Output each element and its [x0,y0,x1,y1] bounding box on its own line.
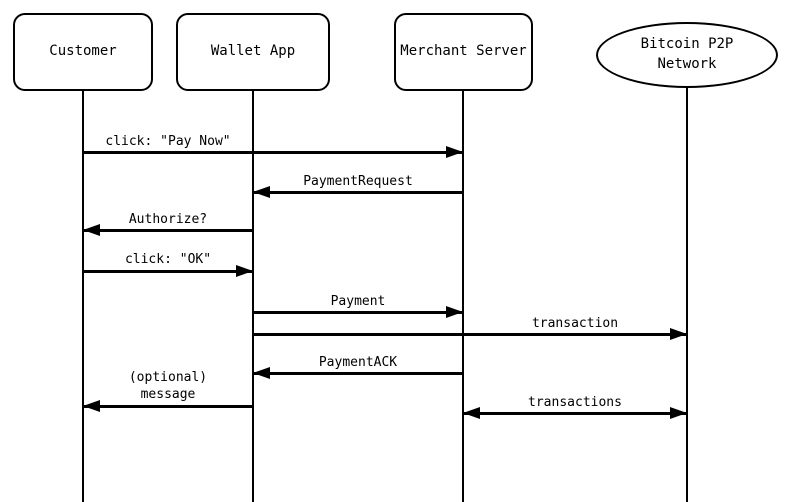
arrowhead-right-icon [446,146,463,158]
message-line-transactions [463,412,687,415]
message-label-payment-ack: PaymentACK [318,355,398,370]
arrowhead-right-icon [670,407,687,419]
message-label-click-ok: click: "OK" [124,252,212,267]
participant-label-merchant-server: Merchant Server [400,43,527,60]
lifeline-bitcoin-p2p-network [686,88,688,502]
arrowhead-left-icon [83,400,100,412]
message-label-transactions: transactions [528,395,622,410]
message-line-payment [253,311,463,314]
message-line-payment-ack [253,372,463,375]
participant-box-wallet-app: Wallet App [176,13,330,91]
message-line-click-pay-now [83,151,463,154]
arrowhead-right-icon [236,265,253,277]
arrowhead-right-icon [446,306,463,318]
participant-label-customer: Customer [49,43,117,60]
arrowhead-left-icon [463,407,480,419]
message-label-optional-message: (optional) message [128,370,208,402]
lifeline-customer [82,91,84,502]
arrowhead-left-icon [253,367,270,379]
participant-box-merchant-server: Merchant Server [394,13,533,91]
participant-box-customer: Customer [13,13,153,91]
lifeline-merchant-server [462,91,464,502]
participant-label-bitcoin-p2p-network: Bitcoin P2P Network [640,36,734,72]
message-line-payment-request [253,191,463,194]
message-line-transaction [253,333,687,336]
message-label-transaction: transaction [531,316,619,331]
participant-label-wallet-app: Wallet App [210,43,296,60]
arrowhead-left-icon [83,224,100,236]
message-label-click-pay-now: click: "Pay Now" [105,134,231,149]
message-line-click-ok [83,270,253,273]
lifeline-wallet-app [252,91,254,502]
arrowhead-right-icon [670,328,687,340]
message-label-payment: Payment [330,294,386,309]
message-line-optional-message [83,405,253,408]
message-label-authorize: Authorize? [128,212,208,227]
arrowhead-left-icon [253,186,270,198]
message-line-authorize [83,229,253,232]
participant-box-bitcoin-p2p-network: Bitcoin P2P Network [596,22,778,88]
message-label-payment-request: PaymentRequest [303,174,413,189]
